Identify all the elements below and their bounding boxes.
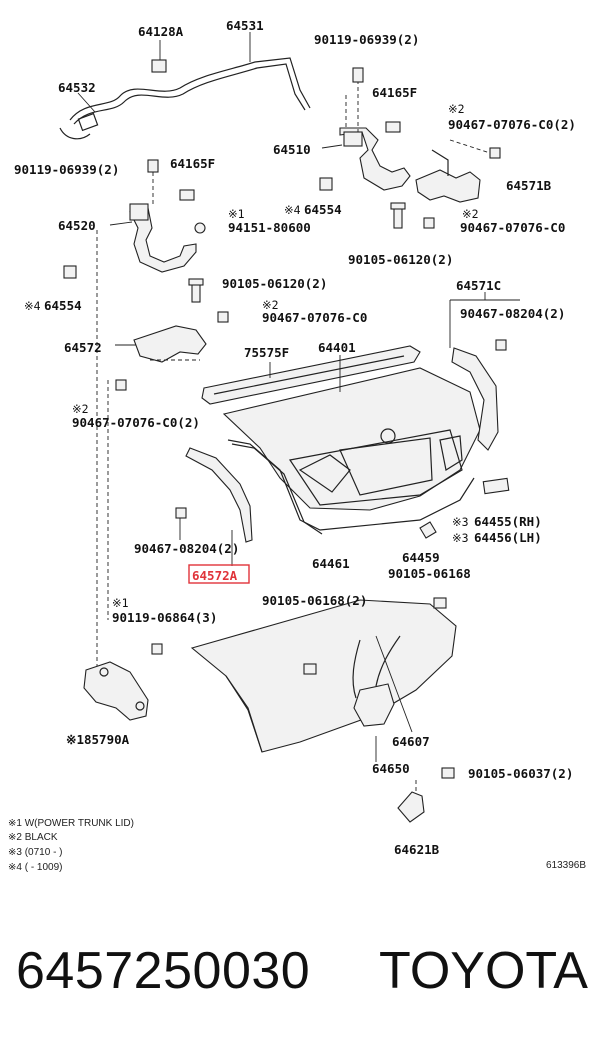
note-2: ※2 BLACK [8,832,58,843]
label-64621B: 64621B [394,842,440,857]
bolt-90105-06168-center [303,663,317,675]
label-star1-a: ※1 [228,207,245,221]
clip-90467-08204-right [495,339,507,351]
label-90119-06864: 90119-06864(3) [112,610,217,625]
seal-64461 [227,439,475,535]
clip-90467-07076-a [449,139,501,159]
label-64554-a: 64554 [304,202,342,217]
label-64461: 64461 [312,556,350,571]
hinge-64510 [339,67,411,191]
striker-64621B [397,780,425,823]
bolt-90105-06168-right [433,597,447,609]
label-64532: 64532 [58,80,96,95]
label-64455: 64455(RH) [474,514,542,529]
label-90105-06120-center: 90105-06120(2) [348,252,453,267]
label-star4-b: ※4 [24,299,41,313]
part-footer: 6457250030 TOYOTA [0,935,600,1015]
bolt-90105-06120-center [390,202,406,229]
label-64554-b: 64554 [44,298,82,313]
note-4: ※4 ( - 1009) [8,862,63,873]
label-64520: 64520 [58,218,96,233]
label-64607: 64607 [392,734,430,749]
highlight-box-64572A [188,564,250,584]
label-star2-a: ※2 [448,102,465,116]
clip-64554-b [63,265,77,279]
clip-90467-07076-d [115,379,127,391]
motor-85790A [83,643,163,721]
clip-64554-a [319,177,333,191]
clip-94151-80600 [194,222,206,234]
label-90119-06939-top: 90119-06939(2) [314,32,419,47]
trunk-lid-64401 [222,367,481,511]
diagram-code: 613396B [546,860,586,871]
label-star2-d: ※2 [72,402,89,416]
label-64572: 64572 [64,340,102,355]
label-90467-08204-left: 90467-08204(2) [134,541,239,556]
trunk-lid-outer [190,599,457,753]
label-75575F: 75575F [244,345,289,360]
label-90105-06037: 90105-06037(2) [468,766,573,781]
label-64456: 64456(LH) [474,530,542,545]
brace-64571C [451,347,499,451]
brand-name: TOYOTA [379,942,588,1000]
label-star2-b: ※2 [462,207,479,221]
bracket-64572 [133,311,229,363]
note-3: ※3 (0710 - ) [8,847,63,858]
part-number: 6457250030 [16,942,311,1000]
label-star3-a: ※3 [452,515,469,529]
hinge-64520 [129,159,197,273]
label-90105-06168-right: 90105-06168 [388,566,471,581]
label-90467-07076-b: 90467-07076-C0 [460,220,565,235]
label-90467-07076-d: 90467-07076-C0(2) [72,415,200,430]
weatherstrip-64572A [185,447,253,543]
bolt-90105-06037 [441,767,455,779]
clip-64128A [151,40,167,73]
label-90467-08204-right: 90467-08204(2) [460,306,565,321]
bumper-64455 [482,477,510,495]
label-64650: 64650 [372,761,410,776]
label-90105-06120-left: 90105-06120(2) [222,276,327,291]
label-64128A: 64128A [138,24,184,39]
clip-90467-07076-b [423,217,435,229]
label-star2-c: ※2 [262,298,279,312]
parts-diagram: 64128A 64531 90119-06939(2) 64532 64165F… [8,18,586,873]
lock-64607 [352,635,401,727]
weatherstrip-75575F [201,345,421,405]
label-85790A: ※185790A [66,732,130,747]
label-90467-07076-c: 90467-07076-C0 [262,310,367,325]
bolt-90105-06120-left [188,278,204,303]
note-1: ※1 W(POWER TRUNK LID) [8,818,134,829]
label-90467-07076-a: 90467-07076-C0(2) [448,117,576,132]
release-cable [59,57,311,140]
label-64165F-left: 64165F [170,156,215,171]
label-64165F-top: 64165F [372,85,417,100]
label-94151-80600: 94151-80600 [228,220,311,235]
label-90119-06939-left: 90119-06939(2) [14,162,119,177]
clip-90467-08204-left [175,507,187,540]
label-star3-b: ※3 [452,531,469,545]
clip-64459 [419,521,437,539]
label-64510: 64510 [273,142,311,157]
label-64531: 64531 [226,18,264,33]
label-star1-b: ※1 [112,596,129,610]
label-64572A: 64572A [192,568,238,583]
label-star4-a: ※4 [284,203,301,217]
bracket-64571B [415,149,481,203]
label-64459: 64459 [402,550,440,565]
label-64571B: 64571B [506,178,552,193]
label-90105-06168-center: 90105-06168(2) [262,593,367,608]
label-64571C: 64571C [456,278,501,293]
label-64401: 64401 [318,340,356,355]
